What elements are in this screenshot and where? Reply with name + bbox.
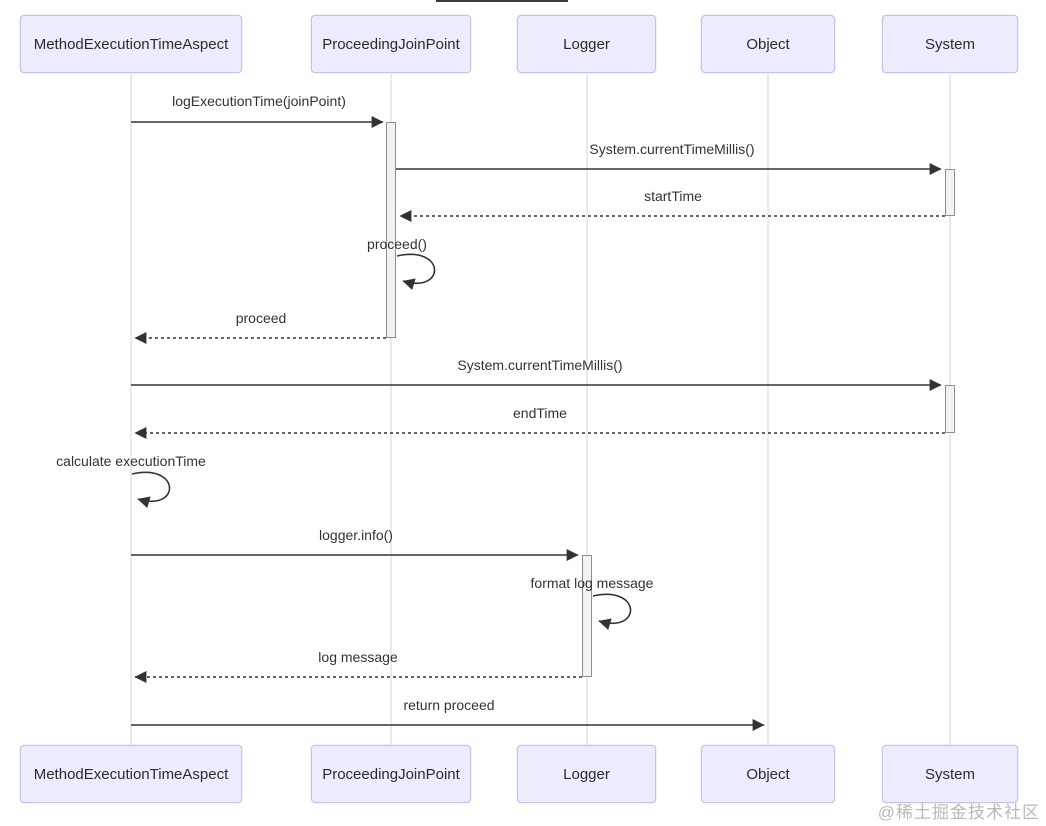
message-label: proceed <box>235 310 287 326</box>
participant-label: System <box>924 35 975 53</box>
participant-label: System <box>924 765 975 783</box>
message-loop-calculate-self <box>131 471 171 509</box>
activation-system-1 <box>945 169 955 216</box>
participant-label: ProceedingJoinPoint <box>322 765 460 783</box>
participant-bottom-proceedingjoinpoint: ProceedingJoinPoint <box>311 745 471 803</box>
activation-proceedingjoinpoint <box>386 122 396 338</box>
participant-bottom-system: System <box>882 745 1018 803</box>
participant-label: Logger <box>563 765 610 783</box>
participant-top-system: System <box>882 15 1018 73</box>
participant-label: MethodExecutionTimeAspect <box>33 35 229 53</box>
participant-label: ProceedingJoinPoint <box>322 35 460 53</box>
message-label: logExecutionTime(joinPoint) <box>172 93 346 109</box>
message-label: return proceed <box>403 697 495 713</box>
participant-top-methodexecutiontimeaspect: MethodExecutionTimeAspect <box>20 15 242 73</box>
participant-label: Object <box>746 35 790 53</box>
message-label: format log message <box>530 575 654 591</box>
participant-bottom-object: Object <box>701 745 835 803</box>
top-border-line <box>436 0 568 2</box>
message-label: endTime <box>513 405 567 421</box>
message-label: System.currentTimeMillis() <box>589 141 755 157</box>
message-loop-proceed-self <box>396 253 436 291</box>
message-label: log message <box>318 649 398 665</box>
message-label: logger.info() <box>319 527 393 543</box>
message-loop-format-self <box>592 593 632 631</box>
watermark-text: @稀土掘金技术社区 <box>877 803 1040 822</box>
participant-label: Object <box>746 765 790 783</box>
message-label: System.currentTimeMillis() <box>457 357 623 373</box>
participant-bottom-logger: Logger <box>517 745 656 803</box>
participant-label: Logger <box>563 35 610 53</box>
activation-logger <box>582 555 592 677</box>
participant-top-proceedingjoinpoint: ProceedingJoinPoint <box>311 15 471 73</box>
message-label: calculate executionTime <box>56 453 206 469</box>
participant-label: MethodExecutionTimeAspect <box>33 765 229 783</box>
activation-system-2 <box>945 385 955 433</box>
message-label: proceed() <box>367 236 427 252</box>
message-label: startTime <box>644 188 702 204</box>
participant-bottom-methodexecutiontimeaspect: MethodExecutionTimeAspect <box>20 745 242 803</box>
participant-top-logger: Logger <box>517 15 656 73</box>
participant-top-object: Object <box>701 15 835 73</box>
